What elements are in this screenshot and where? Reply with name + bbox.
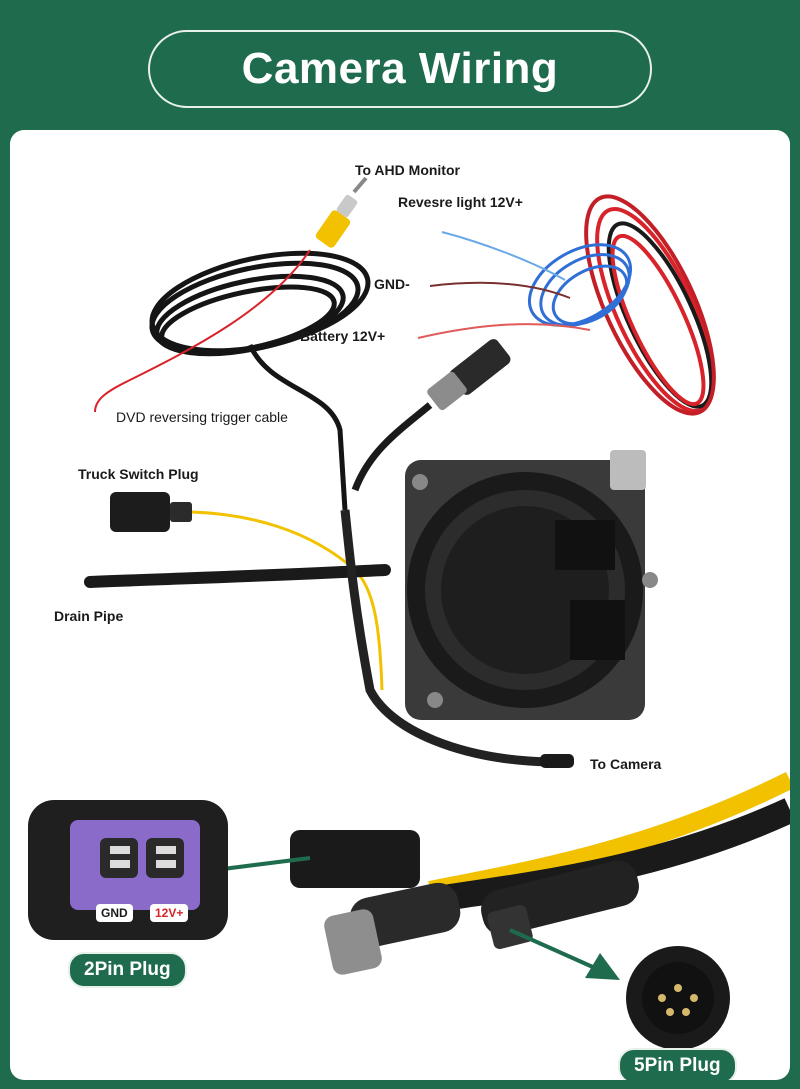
arrow-to-5pin [509, 928, 620, 980]
power-coil [584, 194, 716, 416]
5pin-plug-badge: 5Pin Plug [618, 1048, 737, 1080]
reverse-light-wire [441, 231, 566, 281]
aviation-connector [351, 339, 511, 492]
gnd-wire [429, 281, 571, 299]
12v-pin-tag: 12V+ [150, 904, 189, 922]
wiring-illustration [28, 176, 790, 1050]
5pin-plug-closeup [626, 946, 730, 1050]
blue-wire-coil [527, 243, 633, 327]
label-to-camera: To Camera [590, 756, 662, 772]
dvd-trigger-wire [94, 249, 311, 413]
label-reverse-light: Revesre light 12V+ [398, 194, 523, 210]
black-coiled-cable [149, 250, 371, 511]
label-gnd: GND- [374, 276, 410, 292]
wiring-diagram-panel: To AHD Monitor Revesre light 12V+ GND- B… [10, 130, 790, 1080]
bottom-harness [290, 771, 790, 975]
camera-module [405, 450, 658, 720]
label-battery: Battery 12V+ [300, 328, 386, 344]
page-title: Camera Wiring [148, 30, 652, 108]
camera-plug-end [540, 754, 574, 768]
label-drain-pipe: Drain Pipe [54, 608, 124, 624]
gnd-pin-tag: GND [96, 904, 133, 922]
drain-pipe [84, 564, 391, 588]
rca-connector [315, 176, 368, 248]
label-truck-switch: Truck Switch Plug [78, 466, 199, 482]
truck-switch-plug [110, 492, 384, 691]
battery-wire [417, 323, 591, 339]
label-ahd-monitor: To AHD Monitor [355, 162, 460, 178]
2pin-plug-badge: 2Pin Plug [68, 952, 187, 988]
braided-harness [340, 509, 570, 767]
label-dvd-trigger: DVD reversing trigger cable [116, 409, 288, 425]
